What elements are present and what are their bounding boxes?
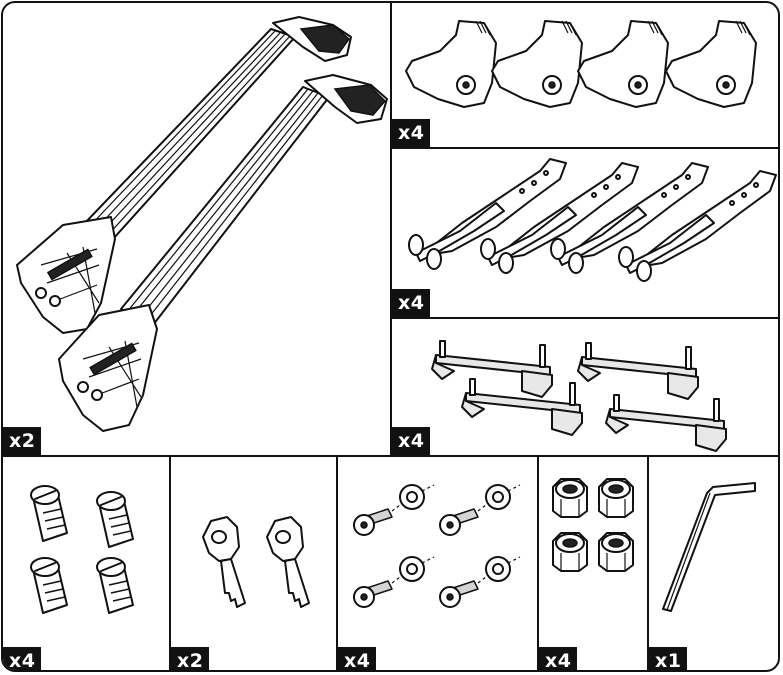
divider: [537, 455, 539, 670]
quantity-badge: x4: [338, 647, 377, 670]
quantity-badge: x4: [3, 647, 42, 670]
quantity-badge: x1: [649, 647, 688, 670]
quantity-badge: x2: [3, 427, 42, 455]
keys-panel: x2: [171, 457, 336, 670]
nut-icon: [552, 478, 634, 572]
roof-bars-panel: x2: [3, 3, 390, 455]
lock-cylinders-panel: x4: [3, 457, 169, 670]
divider: [390, 147, 778, 149]
divider: [390, 3, 392, 455]
divider: [169, 455, 171, 670]
divider: [390, 317, 778, 319]
strap-icon: [408, 158, 777, 282]
hex-key-panel: x1: [649, 457, 778, 670]
lock-cylinder-icon: [30, 485, 134, 614]
divider: [3, 455, 778, 457]
quantity-badge: x4: [539, 647, 578, 670]
hex-key-icon: [662, 482, 756, 612]
end-covers-panel: x4: [392, 3, 778, 147]
key-icon: [202, 516, 310, 608]
divider: [336, 455, 338, 670]
straps-panel: x4: [392, 149, 778, 317]
quantity-badge: x4: [392, 427, 431, 455]
roof-bar-pair-icon: [16, 16, 388, 432]
quantity-badge: x4: [392, 119, 431, 147]
nuts-panel: x4: [539, 457, 647, 670]
mounting-bracket-icon: [431, 340, 727, 452]
quantity-badge: x4: [392, 289, 431, 317]
quantity-badge: x2: [171, 647, 210, 670]
divider: [647, 455, 649, 670]
screw-washer-icon: [353, 484, 521, 608]
screws-washers-panel: x4: [338, 457, 537, 670]
end-cover-icon: [405, 20, 757, 108]
brackets-panel: x4: [392, 319, 778, 455]
